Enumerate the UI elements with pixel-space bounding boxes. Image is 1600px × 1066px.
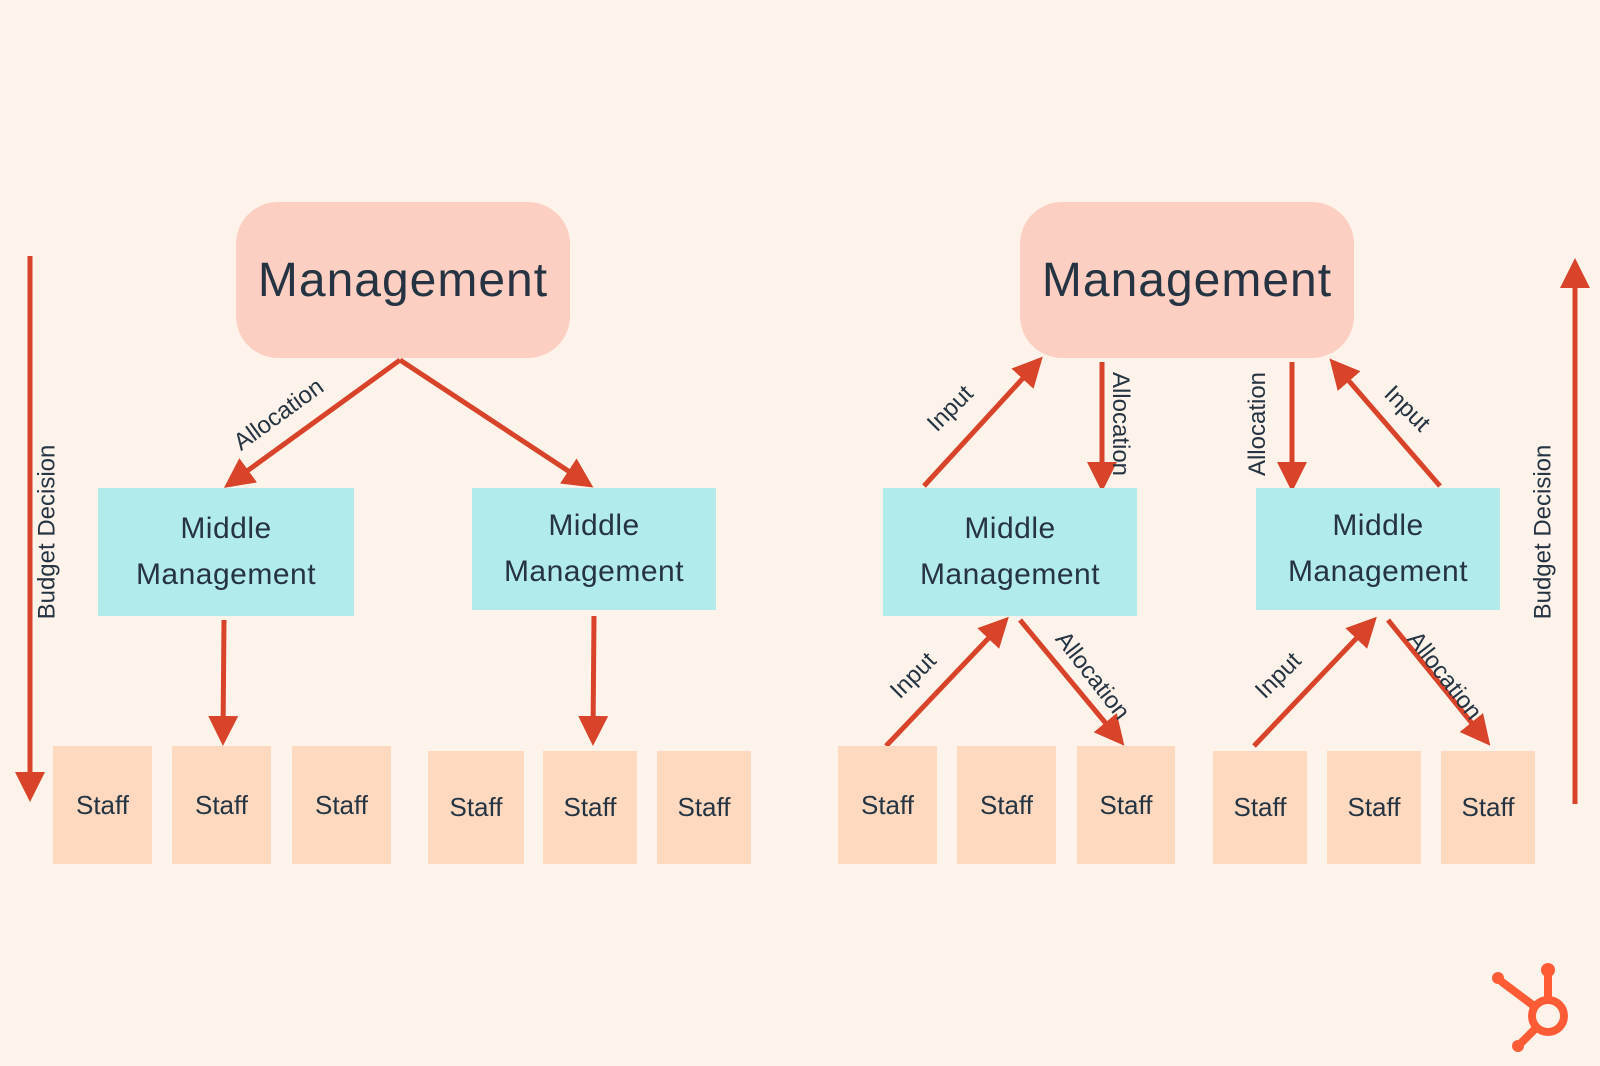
staff-box: Staff <box>957 746 1056 864</box>
allocation-label: Allocation <box>1244 371 1272 477</box>
alloc-arrow-left <box>223 357 402 488</box>
allocation-label: Allocation <box>1107 371 1135 477</box>
alloc-arrow-4 <box>1386 618 1491 746</box>
staff-box: Staff <box>292 746 391 864</box>
staff-box: Staff <box>838 746 937 864</box>
middle-management-box: Middle Management <box>883 488 1137 616</box>
input-arrow-4 <box>1252 616 1377 748</box>
staff-box: Staff <box>543 751 637 864</box>
alloc-arrow-3 <box>1018 618 1125 746</box>
arrow-mid2-staff <box>578 615 609 746</box>
management-box-right: Management <box>1020 202 1354 358</box>
staff-box: Staff <box>1213 751 1307 864</box>
staff-box: Staff <box>53 746 152 864</box>
staff-box: Staff <box>1327 751 1421 864</box>
staff-box: Staff <box>1441 751 1535 864</box>
staff-box: Staff <box>428 751 524 864</box>
staff-box: Staff <box>657 751 751 864</box>
middle-management-box: Middle Management <box>1256 488 1500 610</box>
middle-management-box: Middle Management <box>472 488 716 610</box>
budget-decision-label-right: Budget Decision <box>1529 444 1557 620</box>
alloc-arrow-right <box>398 357 594 488</box>
input-arrow-3 <box>884 616 1009 748</box>
middle-management-box: Middle Management <box>98 488 354 616</box>
management-box-left: Management <box>236 202 570 358</box>
arrow-mid1-staff <box>208 619 239 746</box>
hubspot-sprocket-icon <box>1492 963 1568 1052</box>
budget-decision-label-left: Budget Decision <box>33 444 61 620</box>
staff-box: Staff <box>172 746 271 864</box>
staff-box: Staff <box>1077 746 1175 864</box>
input-arrow-2 <box>1329 358 1442 488</box>
input-arrow-1 <box>922 356 1043 488</box>
